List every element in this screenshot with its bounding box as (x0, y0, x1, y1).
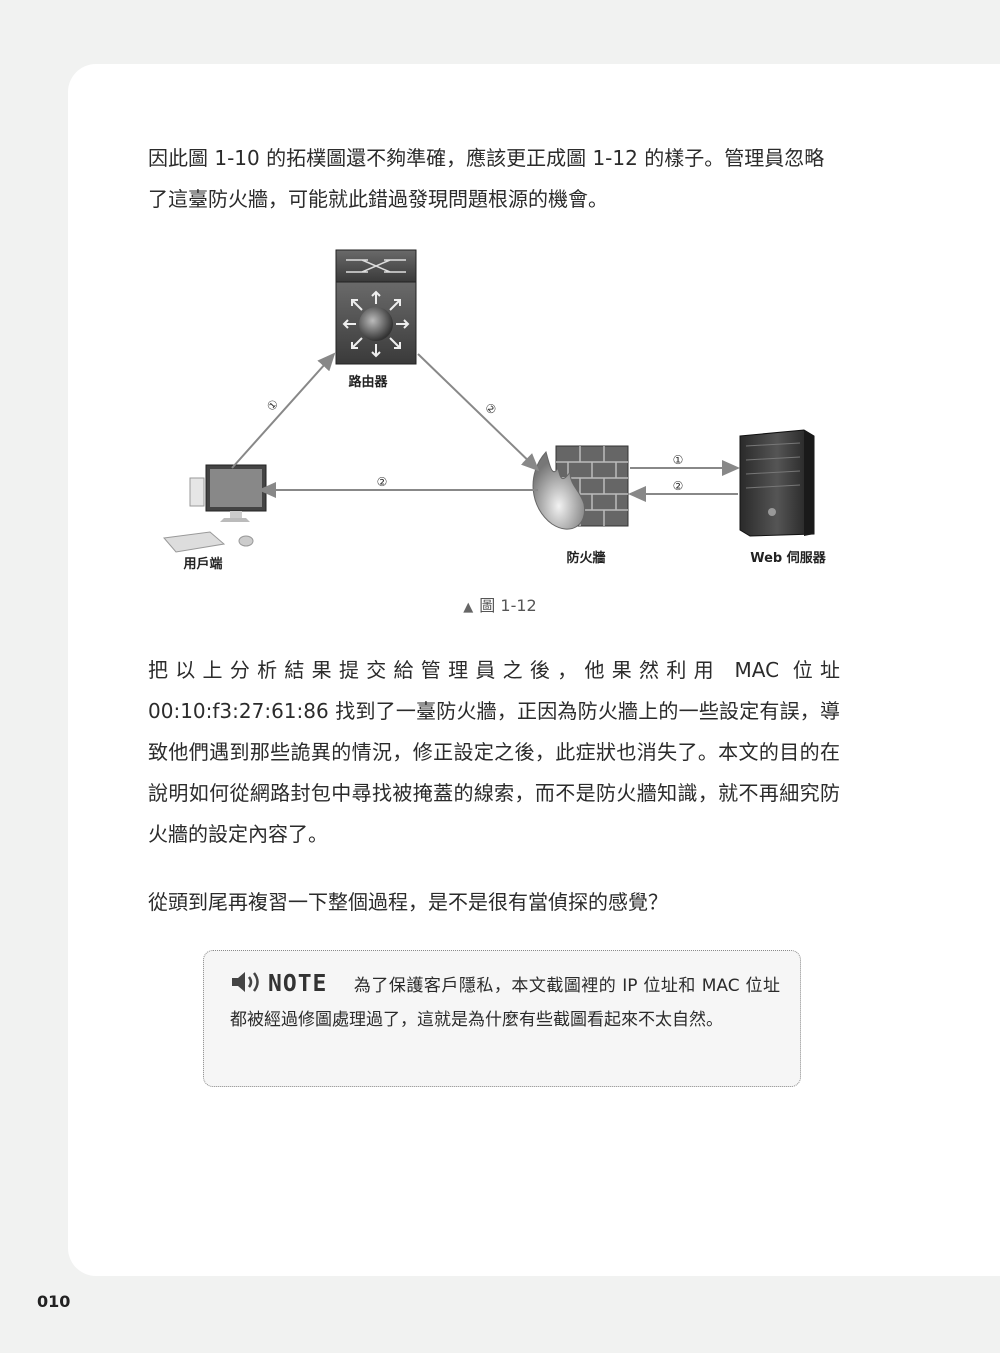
paragraph-analysis: 把以上分析結果提交給管理員之後，他果然利用 MAC 位址 00:10:f3:27… (148, 658, 840, 846)
firewall-icon (532, 445, 629, 530)
client-computer-icon (163, 464, 267, 553)
page-number: 010 (37, 1292, 71, 1311)
arrow-client-to-router-number: ① (264, 397, 282, 414)
web-server-label: Web 伺服器 (750, 550, 827, 566)
caption-triangle-icon: ▲ (463, 600, 474, 615)
web-server-icon (739, 429, 815, 537)
network-topology-diagram: 路由器 用戶端 防火牆 Web 伺服器 ① ② ② ① ② (163, 249, 827, 572)
caption-text: 圖 1-12 (479, 596, 537, 615)
firewall-label: 防火牆 (566, 550, 605, 566)
note-heading: NOTE (268, 971, 328, 997)
arrow-server-to-firewall-number: ② (673, 479, 684, 493)
note-body: 為了保護客戶隱私，本文截圖裡的 IP 位址和 MAC 位址都被經過修圖處理過了，… (230, 976, 780, 1030)
router-label: 路由器 (348, 374, 388, 390)
router-icon (335, 249, 417, 365)
arrow-router-to-firewall-number: ② (482, 400, 499, 418)
arrow-firewall-to-server-number: ① (673, 453, 684, 467)
arrow-firewall-to-client-number: ② (377, 475, 388, 489)
arrow-client-to-router (231, 352, 336, 469)
client-label: 用戶端 (182, 556, 222, 572)
paragraph-review: 從頭到尾再複習一下整個過程，是不是很有當偵探的感覺？ (148, 890, 668, 914)
paragraph-intro: 因此圖 1-10 的拓樸圖還不夠準確，應該更正成圖 1-12 的樣子。管理員忽略… (148, 146, 825, 211)
figure-caption: ▲ 圖 1-12 (0, 592, 1000, 616)
arrow-router-to-firewall (417, 353, 540, 472)
speaker-icon (232, 972, 259, 992)
